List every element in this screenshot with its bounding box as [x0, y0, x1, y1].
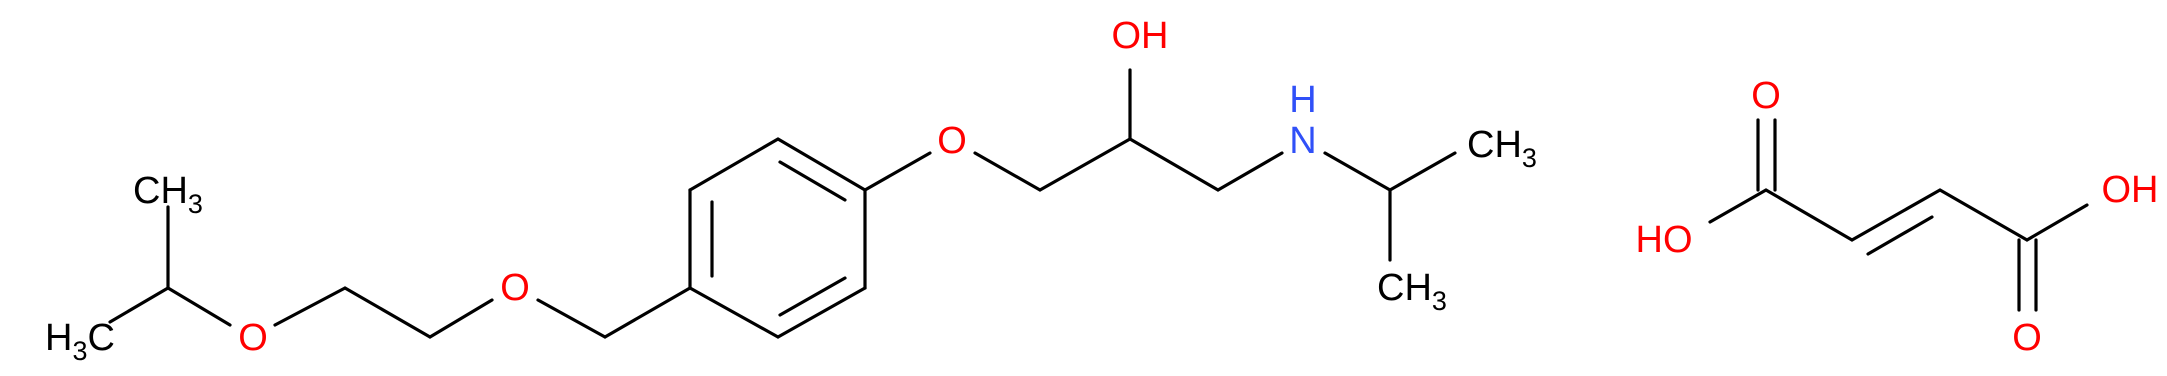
hydroxyl-label: HO — [1636, 219, 1693, 261]
bond — [1323, 151, 1392, 192]
aromatic-bond — [778, 160, 847, 202]
bond — [863, 151, 932, 192]
bond — [428, 298, 494, 339]
hydroxyl-label: OH — [1112, 15, 1169, 57]
bond — [1708, 188, 1768, 224]
methyl-label: CH3 — [1467, 124, 1537, 173]
bond — [536, 298, 607, 339]
nitrogen-label: N — [1289, 120, 1316, 162]
bond — [2025, 203, 2089, 242]
bond — [1038, 137, 1132, 192]
bond — [1128, 137, 1220, 192]
carbonyl-oxygen-label: O — [1751, 75, 1781, 117]
carbonyl-oxygen-label: O — [2012, 317, 2042, 359]
bond — [688, 286, 780, 339]
bond — [776, 137, 867, 192]
bond — [1216, 151, 1284, 192]
bond — [343, 286, 432, 339]
double-bond — [1866, 215, 1934, 256]
oxygen-label: O — [238, 317, 268, 359]
fumaric-acid-molecule: O HO OH O — [1636, 75, 2159, 359]
methyl-label: CH3 — [1377, 267, 1447, 316]
aromatic-bond — [778, 276, 847, 317]
oxygen-label: O — [500, 267, 530, 309]
bond — [273, 286, 347, 327]
bond — [108, 286, 170, 324]
bond — [166, 286, 232, 327]
bisoprolol-molecule: CH3 H3C O O O OH H N CH3 CH3 — [45, 15, 1537, 366]
bond — [973, 151, 1042, 192]
bond — [1764, 188, 1854, 242]
bond — [1388, 151, 1457, 192]
oxygen-label: O — [937, 120, 967, 162]
bond — [603, 286, 692, 339]
methyl-label: CH3 — [133, 170, 203, 219]
bond — [688, 137, 780, 192]
bond — [776, 286, 867, 339]
benzene-ring — [688, 137, 867, 339]
bond — [1938, 188, 2029, 242]
bond — [1850, 188, 1942, 242]
methyl-label: H3C — [45, 317, 115, 366]
amine-hydrogen-label: H — [1289, 79, 1316, 121]
hydroxyl-label: OH — [2102, 169, 2159, 211]
